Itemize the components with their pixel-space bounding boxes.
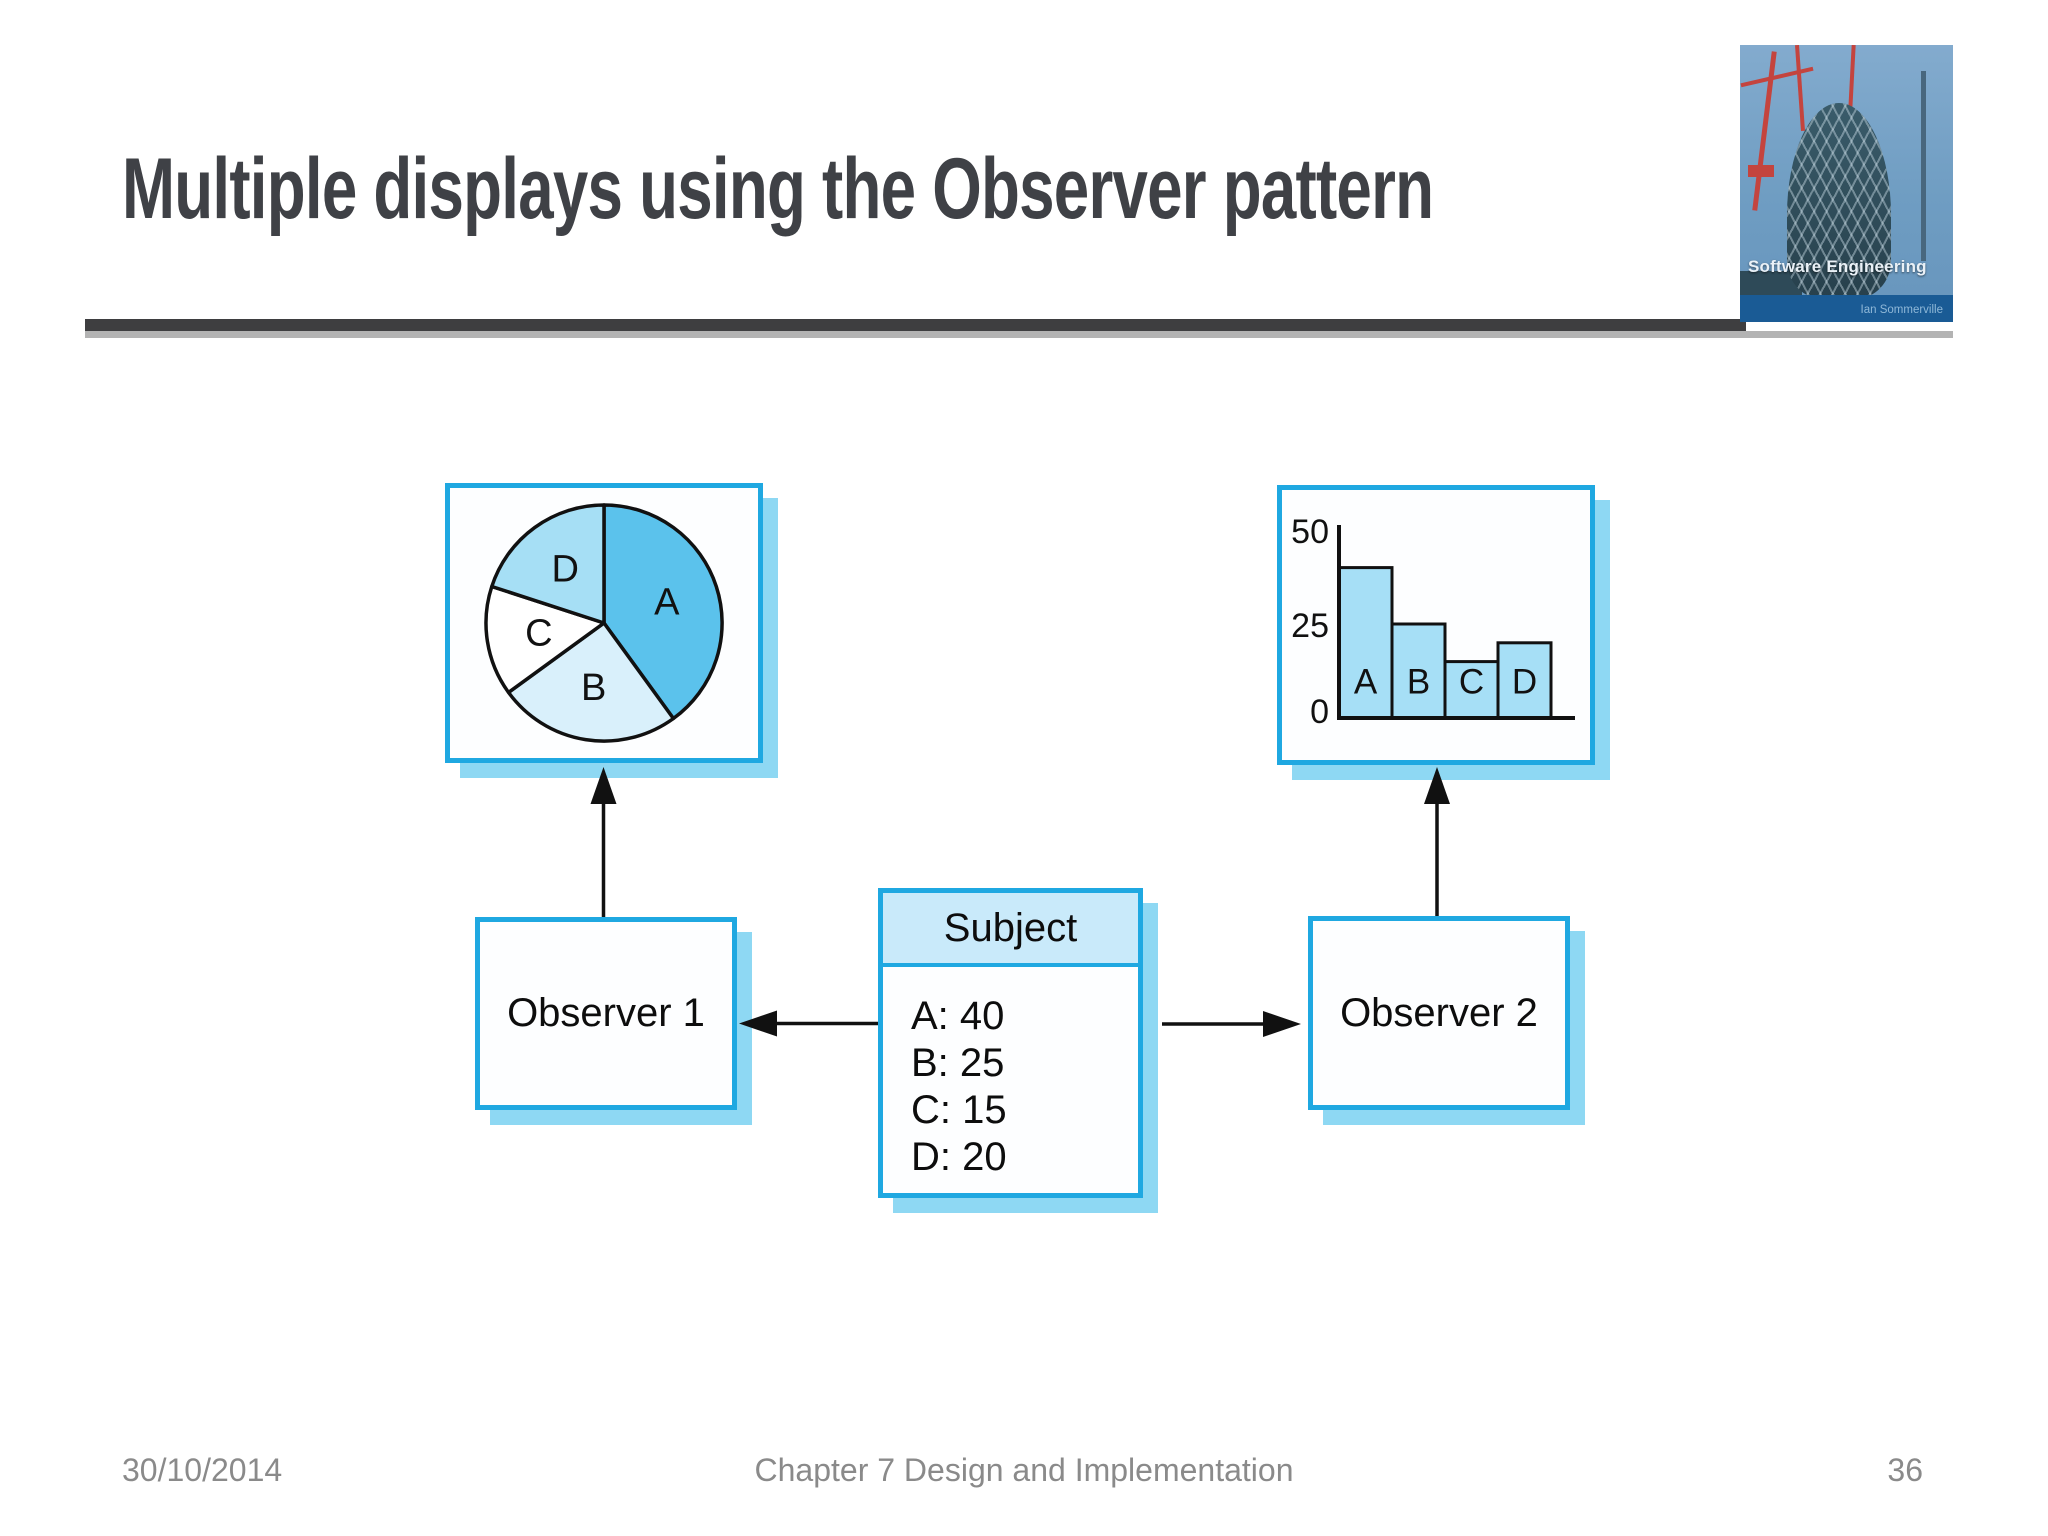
observer2-label: Observer 2 — [1340, 990, 1538, 1035]
building-lattice — [1787, 103, 1891, 299]
title-rule-shadow — [85, 331, 1953, 338]
pie-slice-label: A — [654, 582, 680, 624]
pie-slice-B — [506, 621, 676, 743]
bar-A — [1337, 566, 1394, 720]
subject-box: Subject A: 40 B: 25 C: 15 D: 20 — [878, 888, 1143, 1198]
y-tick-label: 0 — [1310, 693, 1329, 731]
pie-slice-A — [602, 503, 724, 721]
pie-slice-label: D — [551, 549, 578, 591]
arrow-observer1-to-pie — [590, 767, 617, 917]
pie-slice-C — [484, 584, 606, 695]
logo-author-bar — [1740, 295, 1953, 322]
subject-entry: D: 20 — [911, 1135, 1007, 1179]
pie-slice-label: B — [581, 667, 606, 709]
crane-cab-icon — [1748, 165, 1774, 177]
observer1-box: Observer 1 — [475, 917, 737, 1110]
bar-B — [1390, 622, 1447, 720]
bar-label: C — [1459, 663, 1484, 702]
tower-icon — [1921, 71, 1926, 261]
subject-entry: C: 15 — [911, 1088, 1007, 1132]
arrow-observer2-to-bar — [1424, 767, 1450, 916]
footer-date: 30/10/2014 — [122, 1452, 283, 1488]
subject-entry: A: 40 — [911, 994, 1005, 1038]
subject-entry: B: 25 — [911, 1041, 1005, 1085]
pie-slice-label: C — [525, 612, 552, 654]
title-rule — [85, 319, 1746, 331]
logo: Software Engineering Ian Sommerville — [1740, 45, 1953, 322]
page-title: Multiple displays using the Observer pat… — [122, 141, 1434, 237]
logo-title: Software Engineering — [1748, 257, 1927, 276]
subject-title: Subject — [883, 893, 1138, 967]
footer-chapter: Chapter 7 Design and Implementation — [754, 1452, 1294, 1488]
observer1-label: Observer 1 — [507, 991, 705, 1035]
bar-label: A — [1354, 663, 1378, 702]
observer2-box: Observer 2 — [1308, 916, 1570, 1110]
pie-chart: A BCD — [484, 503, 724, 743]
y-tick-label: 50 — [1291, 513, 1329, 551]
logo-author: Ian Sommerville — [1860, 304, 1943, 316]
footer-page-number: 36 — [1887, 1452, 1923, 1488]
pie-slice-D — [490, 503, 606, 625]
arrow-subject-to-observer1 — [739, 1010, 878, 1037]
subject-body: A: 40 B: 25 C: 15 D: 20 — [883, 967, 1138, 1181]
y-tick-label: 25 — [1291, 607, 1329, 645]
gherkin-building-icon — [1787, 103, 1891, 299]
arrow-subject-to-observer2 — [1162, 1011, 1301, 1037]
bar-label: D — [1512, 663, 1537, 702]
bar-label: B — [1407, 663, 1430, 702]
